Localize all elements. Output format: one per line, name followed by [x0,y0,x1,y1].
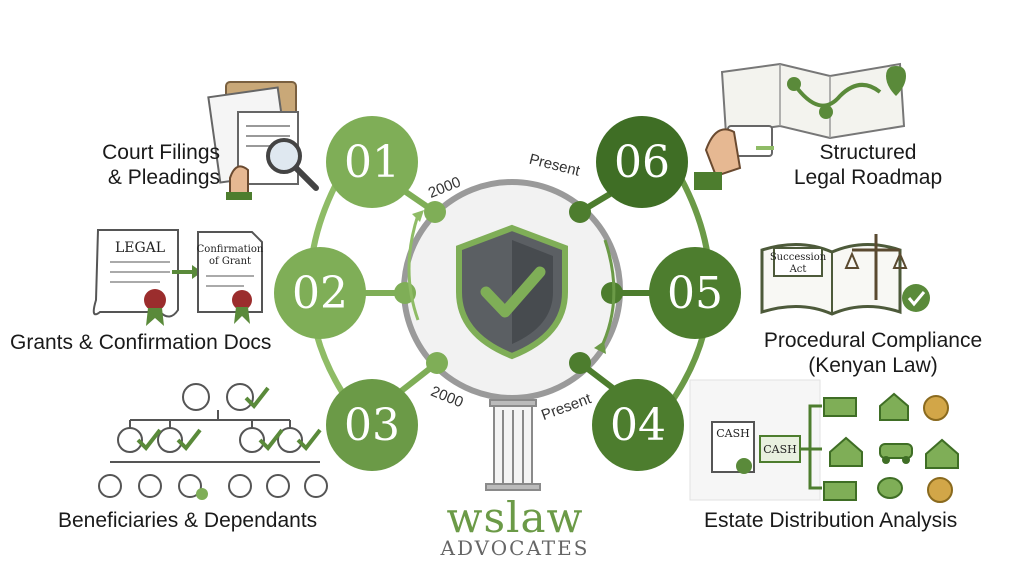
step-03: 03 [326,379,418,471]
label-court-filings-line-2: & Pleadings [107,166,220,189]
step-05-number: 05 [667,268,723,319]
step-05: 05 [649,247,741,339]
label-grants: Grants & Confirmation Docs [10,331,272,354]
label-procedural-compliance-line-1: Procedural Compliance [763,329,983,352]
label-court-filings-line-1: Court Filings [102,141,220,164]
junction-dot-03 [426,352,448,374]
cash-distribution-icon: CASH CASH [689,379,959,503]
step-02: 02 [274,247,366,339]
grant-documents-icon: LEGAL Confirmation of Grant [92,229,264,326]
label-court-filings: Court Filings & Pleadings [60,140,220,190]
step-03-number: 03 [344,400,400,451]
cash-doc-label: CASH [716,427,750,440]
step-04: 04 [592,379,684,471]
book-label-line-2: Act [789,264,807,275]
documents-magnifier-icon [207,81,319,200]
junction-dot-04 [569,352,591,374]
brand-name: wslaw [446,493,584,542]
step-01: 01 [326,116,418,208]
brand-logo: wslaw ADVOCATES [440,493,590,561]
confirmation-doc-line-2: of Grant [209,256,251,267]
cash-box-label: CASH [763,443,797,456]
label-procedural-compliance: Procedural Compliance (Kenyan Law) [748,328,998,378]
step-04-number: 04 [610,400,666,451]
timeline-right-top: Present [527,151,582,180]
legal-doc-title: LEGAL [115,240,165,256]
step-01-number: 01 [344,137,400,188]
junction-dot-05 [601,282,623,304]
junction-dot-06 [569,201,591,223]
arrow-head-right [594,341,606,354]
arrow-head-left [412,210,424,222]
label-roadmap: Structured Legal Roadmap [768,140,968,190]
shield-check-icon [456,224,568,360]
book-label-line-1: Succession [770,252,827,263]
inner-arrow-left [407,214,420,321]
step-06-number: 06 [614,137,670,188]
label-procedural-compliance-line-2: (Kenyan Law) [808,354,938,377]
label-roadmap-line-2: Legal Roadmap [793,166,943,189]
law-book-scales-icon: Succession Act [760,234,930,316]
family-tree-icon [98,383,328,500]
step-06: 06 [596,116,688,208]
brand-subtitle: ADVOCATES [440,536,590,560]
map-roadmap-icon [694,62,906,190]
step-02-number: 02 [292,268,348,319]
building-icon [485,399,541,491]
inner-arrow-right [598,239,616,351]
label-estate-distribution: Estate Distribution Analysis [704,509,958,532]
label-roadmap-line-1: Structured [819,141,917,164]
confirmation-doc-line-1: Confirmation [197,244,264,255]
label-beneficiaries: Beneficiaries & Dependants [58,509,318,532]
junction-dot-01 [424,201,446,223]
